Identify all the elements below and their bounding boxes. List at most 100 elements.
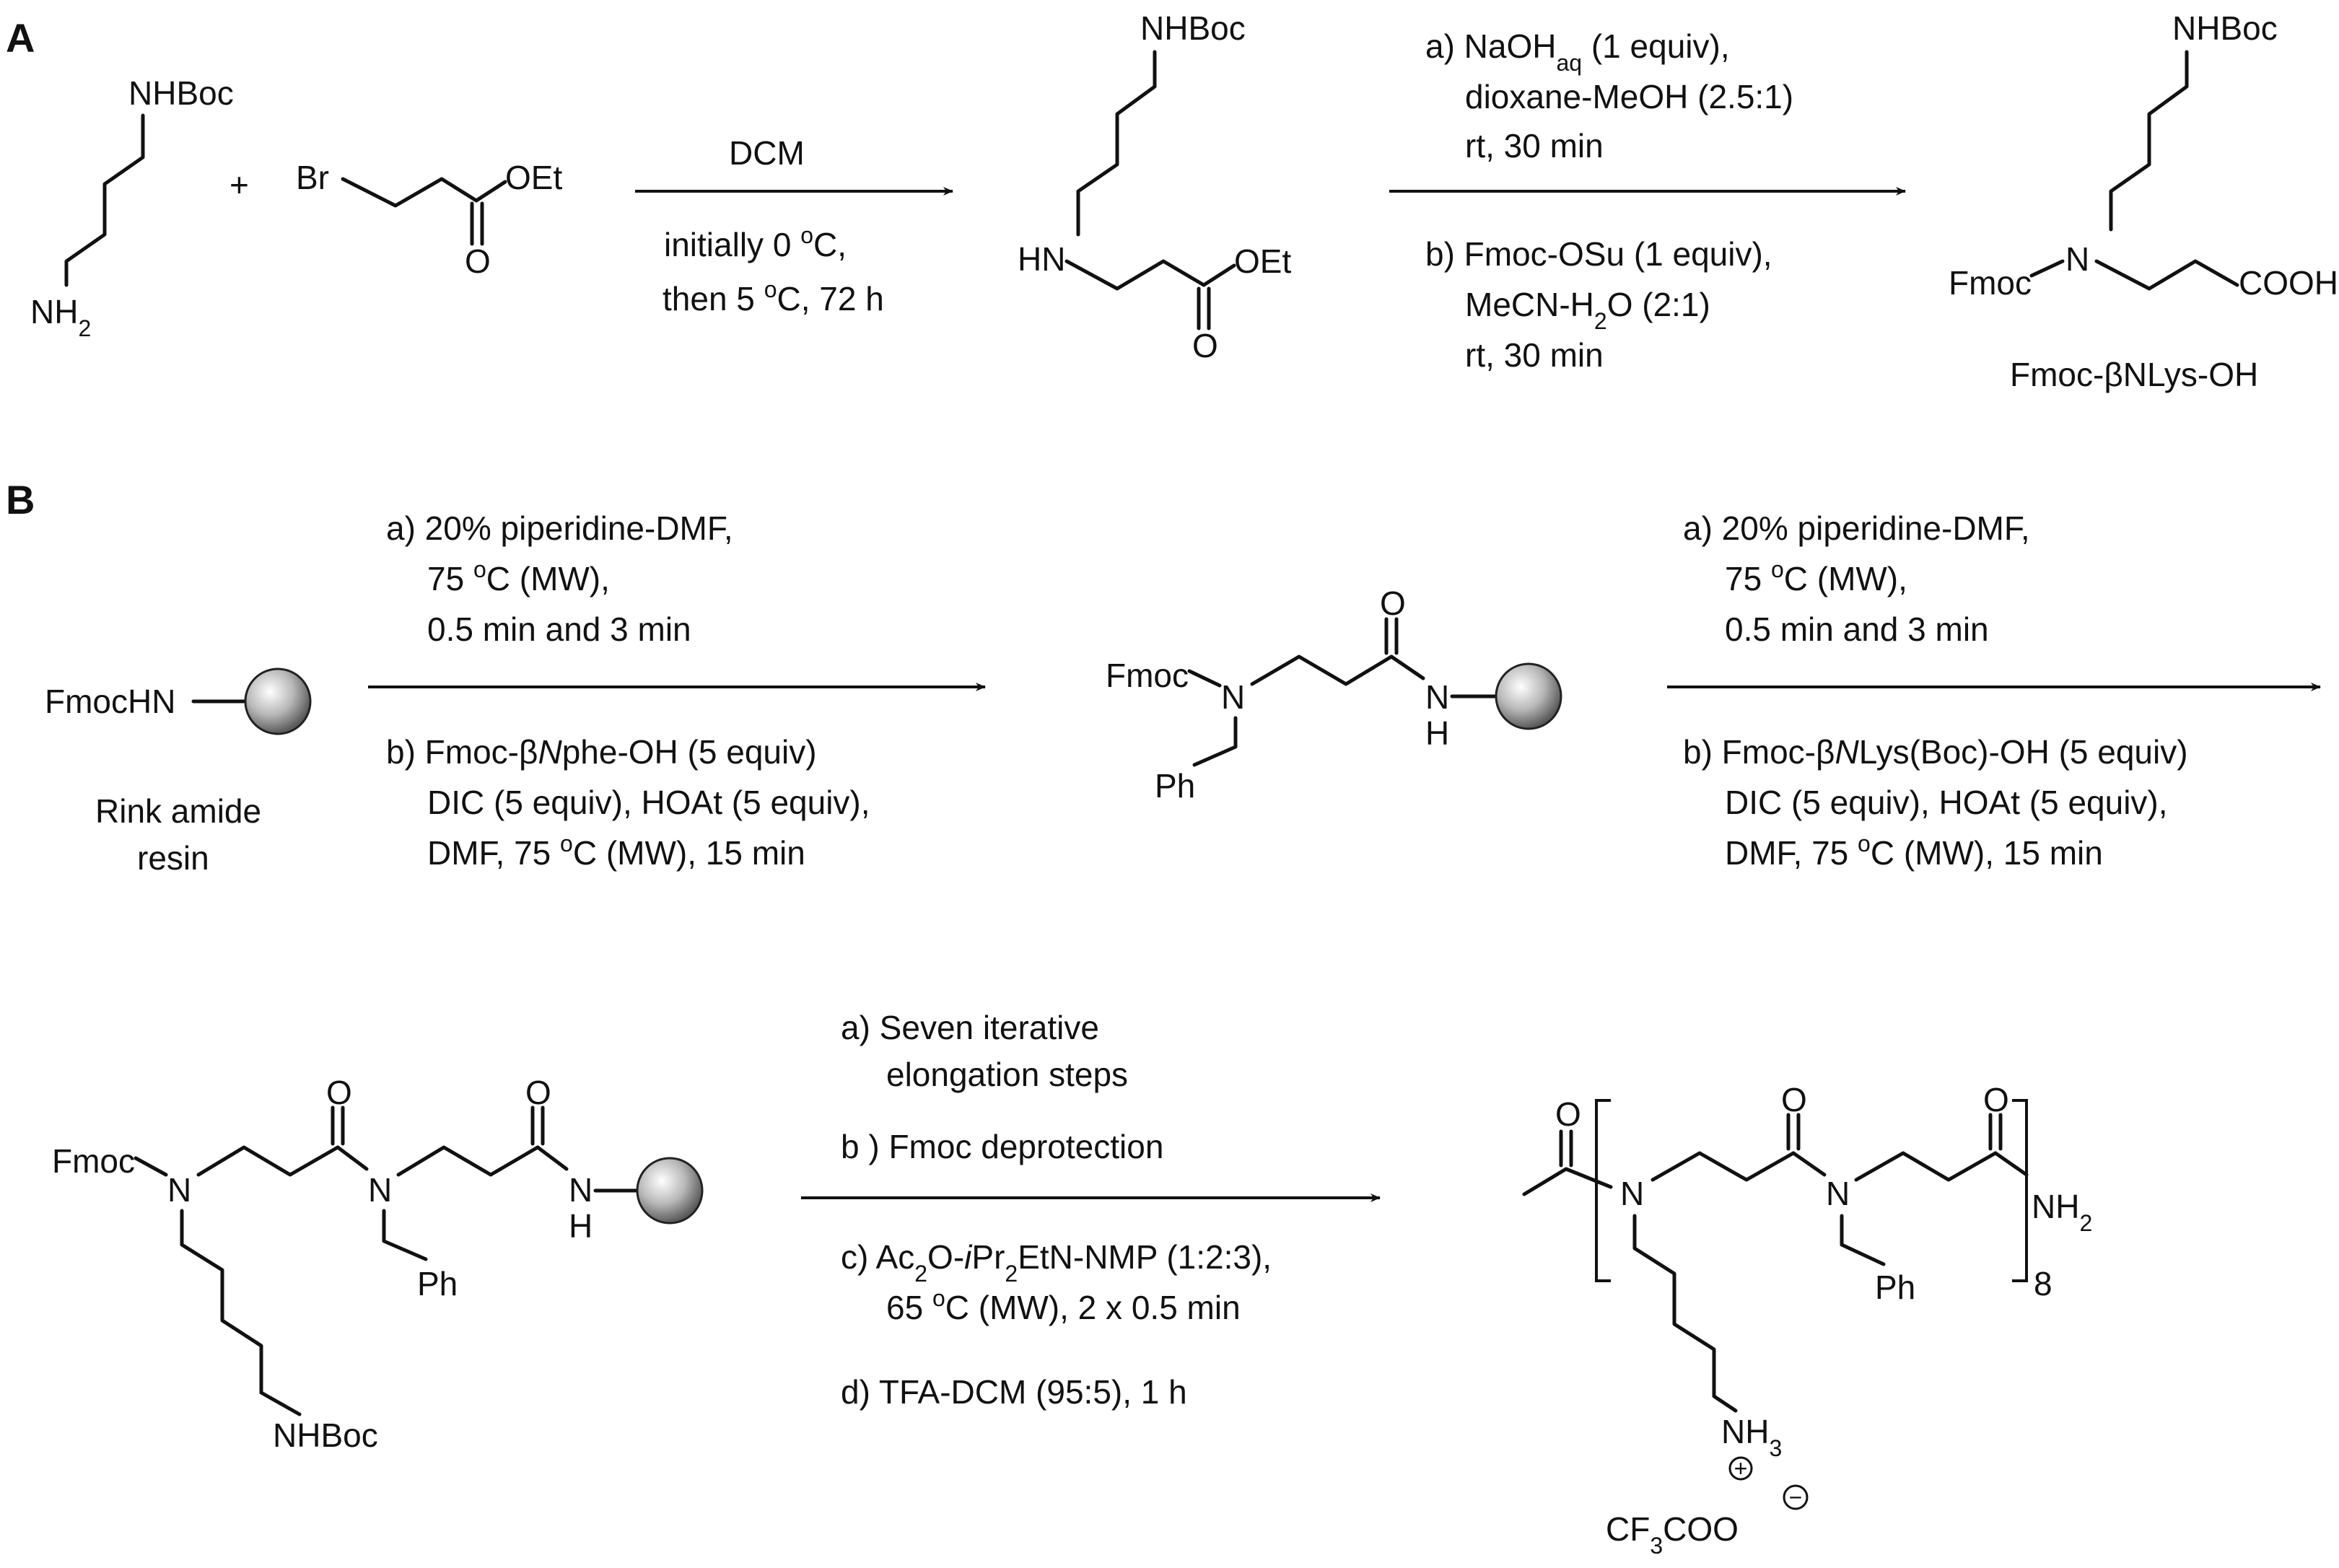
terminal-amide-bond bbox=[1993, 1151, 2029, 1177]
label-n: N bbox=[1221, 678, 1245, 716]
plus-sign: + bbox=[229, 166, 249, 203]
label-o: O bbox=[1192, 327, 1218, 364]
chain-2 bbox=[1854, 1151, 1998, 1182]
label-fmoc: Fmoc bbox=[1949, 264, 2032, 302]
label-o-acetyl: O bbox=[1555, 1095, 1581, 1133]
label-fmochn: FmocHN bbox=[45, 683, 175, 720]
label-h: H bbox=[569, 1207, 593, 1245]
arrow-a2-b2: MeCN-H2O (2:1) bbox=[1465, 286, 1710, 334]
propanoate-chain bbox=[1064, 259, 1206, 291]
chain-2 bbox=[396, 1145, 540, 1177]
arrow-a1-cond-2: then 5 oC, 72 h bbox=[663, 276, 884, 317]
arrow-a2-b3: rt, 30 min bbox=[1465, 336, 1604, 374]
label-n2: N bbox=[368, 1171, 392, 1209]
right-bracket bbox=[2012, 1099, 2028, 1282]
product-name: Fmoc-βNLys-OH bbox=[2010, 356, 2258, 393]
label-nhboc: NHBoc bbox=[2172, 9, 2278, 47]
fmoc-n-bond bbox=[1187, 669, 1222, 688]
label-hn: HN bbox=[1018, 240, 1065, 278]
chain-1 bbox=[196, 1145, 340, 1177]
positive-charge-icon bbox=[1728, 1456, 1753, 1481]
resin-bead bbox=[1495, 662, 1562, 730]
label-fmoc: Fmoc bbox=[1106, 657, 1189, 694]
label-nh: N bbox=[1425, 678, 1449, 716]
reactant-boc-diamine: NHBoc NH2 bbox=[30, 74, 234, 341]
fmoc-n-bond bbox=[2029, 259, 2065, 278]
label-trifluoroacetate: CF3COO bbox=[1606, 1510, 1739, 1559]
label-n1: N bbox=[167, 1171, 191, 1209]
arrow-b2-a3: 0.5 min and 3 min bbox=[1725, 610, 1989, 648]
propanoic-chain bbox=[2094, 259, 2239, 291]
resin-name-2: resin bbox=[137, 839, 209, 877]
butyl-chain bbox=[1076, 50, 1157, 237]
arrow-b1-a1: a) 20% piperidine-DMF, bbox=[386, 509, 733, 547]
product-oligomer: O N O N O NH2 8 Ph NH3 + CF3COO − bbox=[1522, 1081, 2092, 1559]
label-nhboc: NHBoc bbox=[273, 1416, 378, 1454]
arrow-b2-b1: b) Fmoc-βNLys(Boc)-OH (5 equiv) bbox=[1683, 733, 2188, 771]
arrow-b3: a) Seven iterative elongation steps b ) … bbox=[801, 1009, 1381, 1411]
label-ph: Ph bbox=[417, 1265, 458, 1302]
amide-1 bbox=[1791, 1151, 1827, 1177]
label-ph: Ph bbox=[1875, 1269, 1915, 1306]
arrow-a2-b1: b) Fmoc-OSu (1 equiv), bbox=[1425, 235, 1772, 273]
chain-1 bbox=[1651, 1151, 1796, 1182]
ester-bond bbox=[1202, 263, 1236, 287]
arrow-b1-b3: DMF, 75 oC (MW), 15 min bbox=[427, 831, 805, 872]
intermediate-resin-monomer: Fmoc N O N H Ph bbox=[1106, 584, 1562, 805]
resin-bead bbox=[636, 1157, 704, 1225]
label-n1: N bbox=[1620, 1175, 1644, 1212]
label-o1: O bbox=[1781, 1081, 1807, 1118]
arrow-a1-cond-1: initially 0 oC, bbox=[664, 222, 847, 263]
amide-bond bbox=[1389, 654, 1425, 680]
arrow-b2-a1: a) 20% piperidine-DMF, bbox=[1683, 509, 2030, 547]
resin-bead bbox=[244, 667, 312, 735]
arrow-b2-b3: DMF, 75 oC (MW), 15 min bbox=[1725, 831, 2103, 872]
arrow-b2-b2: DIC (5 equiv), HOAt (5 equiv), bbox=[1725, 784, 2168, 821]
label-o1: O bbox=[326, 1074, 352, 1111]
butyl-chain bbox=[180, 1209, 302, 1416]
panel-b-label: B bbox=[6, 477, 35, 522]
arrow-b3-b1: b ) Fmoc deprotection bbox=[841, 1128, 1163, 1165]
arrow-b1-a2: 75 oC (MW), bbox=[427, 556, 610, 597]
label-n: N bbox=[2065, 240, 2089, 278]
label-oet: OEt bbox=[505, 159, 562, 196]
label-ph: Ph bbox=[1155, 767, 1195, 805]
label-nhboc: NHBoc bbox=[128, 74, 234, 112]
product-fmoc-bnlys-oh: NHBoc Fmoc N COOH Fmoc-βNLys-OH bbox=[1949, 9, 2338, 393]
label-br: Br bbox=[296, 159, 329, 196]
label-fmoc: Fmoc bbox=[52, 1142, 135, 1180]
label-n2: N bbox=[1826, 1175, 1850, 1212]
butyl-chain bbox=[2109, 50, 2189, 232]
amide-1 bbox=[336, 1145, 369, 1171]
label-oet: OEt bbox=[1234, 242, 1291, 280]
resin-name-1: Rink amide bbox=[95, 792, 261, 830]
repeat-count: 8 bbox=[2034, 1265, 2052, 1302]
fmoc-n-bond bbox=[134, 1156, 168, 1177]
butyl-chain bbox=[1632, 1214, 1738, 1413]
arrow-b2-a2: 75 oC (MW), bbox=[1725, 556, 1907, 597]
arrow-b3-c2: 65 oC (MW), 2 x 0.5 min bbox=[886, 1285, 1241, 1326]
alkyl-chain-bonds bbox=[64, 113, 145, 287]
arrow-b3-c1: c) Ac2O-iPr2EtN-NMP (1:2:3), bbox=[841, 1238, 1272, 1287]
label-cooh: COOH bbox=[2239, 264, 2338, 302]
arrow-b1-b1: b) Fmoc-βNphe-OH (5 equiv) bbox=[386, 733, 817, 771]
arrow-a1-solvent: DCM bbox=[729, 134, 805, 172]
arrow-a1: DCM initially 0 oC, then 5 oC, 72 h bbox=[635, 134, 953, 317]
propanoate-chain bbox=[341, 177, 478, 208]
arrow-b1: a) 20% piperidine-DMF, 75 oC (MW), 0.5 m… bbox=[368, 509, 986, 872]
label-o2: O bbox=[525, 1074, 551, 1111]
label-nh3: NH3 bbox=[1721, 1413, 1782, 1461]
label-nhboc: NHBoc bbox=[1140, 9, 1246, 47]
arrow-b2: a) 20% piperidine-DMF, 75 oC (MW), 0.5 m… bbox=[1667, 509, 2321, 872]
label-h: H bbox=[1425, 714, 1449, 752]
intermediate-secondary-amine: NHBoc HN OEt O bbox=[1018, 9, 1291, 364]
arrow-a2-a1: a) NaOHaq (1 equiv), bbox=[1425, 27, 1730, 76]
ester-bond bbox=[474, 180, 507, 203]
reactant-ethyl-bromopropanoate: Br OEt O bbox=[296, 159, 562, 280]
arrow-b3-a1: a) Seven iterative bbox=[841, 1009, 1099, 1046]
benzyl-bond bbox=[1840, 1214, 1886, 1266]
arrow-a2-a3: rt, 30 min bbox=[1465, 127, 1604, 165]
intermediate-resin-dimer: Fmoc N O N O N H Ph NHBoc bbox=[52, 1074, 704, 1454]
label-nh2: NH2 bbox=[30, 293, 91, 341]
